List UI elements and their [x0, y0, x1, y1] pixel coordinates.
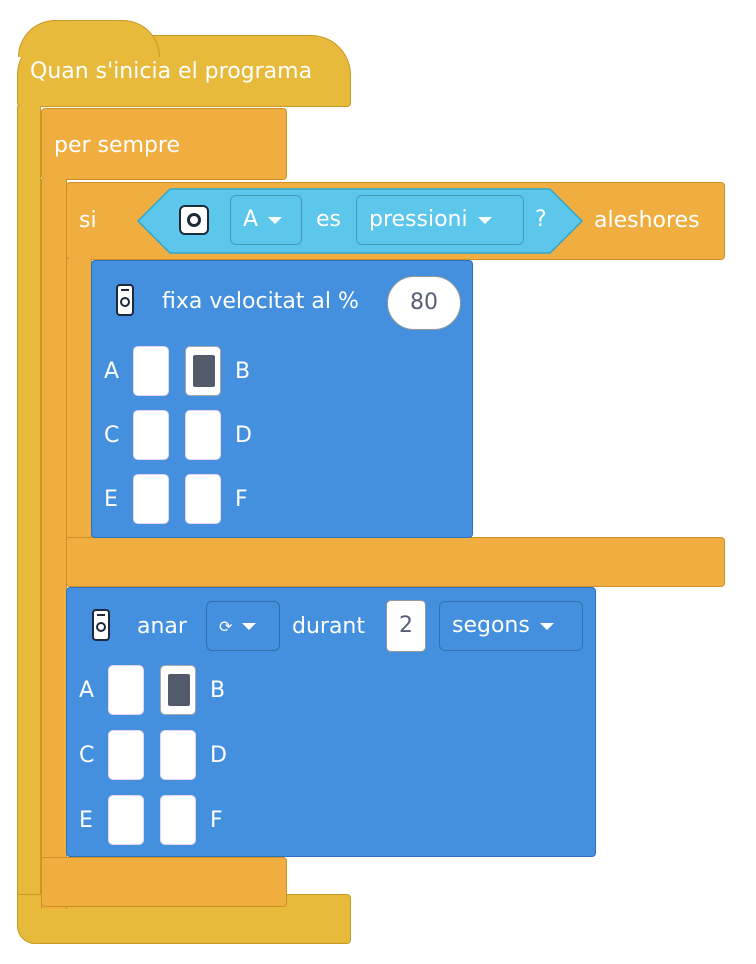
sensor-verb-label: es — [316, 207, 341, 232]
if-block-footer — [66, 537, 725, 587]
set-speed-label: fixa velocitat al % — [162, 289, 359, 314]
port-label-a: A — [104, 359, 120, 384]
port-label-c: C — [79, 743, 95, 768]
port-a-toggle[interactable] — [108, 665, 144, 715]
port-label-b: B — [235, 359, 251, 384]
speed-value-input[interactable]: 80 — [387, 276, 461, 330]
clockwise-icon: ⟳ — [219, 617, 233, 636]
speed-value: 80 — [410, 290, 438, 315]
duration-value: 2 — [399, 613, 413, 638]
port-c-toggle[interactable] — [133, 410, 169, 460]
port-f-toggle[interactable] — [185, 474, 221, 524]
run-label: anar — [137, 614, 187, 639]
sensor-port-dropdown[interactable]: A — [230, 195, 302, 245]
during-label: durant — [292, 614, 366, 639]
run-for-block[interactable] — [66, 587, 596, 857]
chevron-down-icon — [268, 216, 283, 224]
start-block-body — [17, 106, 41, 906]
port-f-toggle[interactable] — [160, 795, 196, 845]
motor-hub-icon — [92, 609, 110, 641]
port-label-d: D — [235, 423, 252, 448]
forever-block-label: per sempre — [54, 133, 181, 158]
chevron-down-icon — [477, 216, 492, 224]
start-block-label: Quan s'inicia el programa — [30, 59, 313, 84]
question-mark-label: ? — [535, 207, 547, 232]
port-label-d: D — [210, 743, 227, 768]
unit-dropdown[interactable]: segons — [439, 601, 583, 651]
when-program-starts-block[interactable]: Quan s'inicia el programa — [17, 20, 351, 107]
then-label: aleshores — [594, 208, 700, 233]
port-label-a: A — [79, 678, 95, 703]
duration-input[interactable]: 2 — [386, 600, 426, 652]
if-block-body — [66, 259, 92, 539]
port-a-toggle[interactable] — [133, 346, 169, 396]
port-label-b: B — [210, 678, 226, 703]
if-label: si — [79, 208, 97, 233]
port-b-toggle[interactable] — [160, 665, 196, 715]
port-c-toggle[interactable] — [108, 730, 144, 780]
force-sensor-icon — [179, 205, 209, 235]
force-sensor-condition[interactable] — [137, 188, 583, 254]
forever-block-body — [41, 179, 67, 909]
port-label-f: F — [210, 808, 223, 833]
port-label-c: C — [104, 423, 120, 448]
sensor-state-value: pressioni — [369, 207, 468, 232]
port-e-toggle[interactable] — [108, 795, 144, 845]
chevron-down-icon — [539, 622, 554, 630]
forever-block-footer — [41, 857, 287, 907]
port-label-f: F — [235, 487, 248, 512]
port-d-toggle[interactable] — [160, 730, 196, 780]
sensor-state-dropdown[interactable]: pressioni — [356, 195, 524, 245]
port-label-e: E — [104, 487, 118, 512]
port-b-toggle[interactable] — [185, 346, 221, 396]
port-d-toggle[interactable] — [185, 410, 221, 460]
chevron-down-icon — [242, 622, 257, 630]
port-e-toggle[interactable] — [133, 474, 169, 524]
motor-hub-icon — [116, 284, 134, 316]
direction-dropdown[interactable]: ⟳ — [206, 601, 280, 651]
port-label-e: E — [79, 808, 93, 833]
sensor-port-value: A — [243, 207, 259, 232]
unit-value: segons — [452, 613, 530, 638]
forever-block[interactable]: per sempre — [41, 108, 287, 180]
